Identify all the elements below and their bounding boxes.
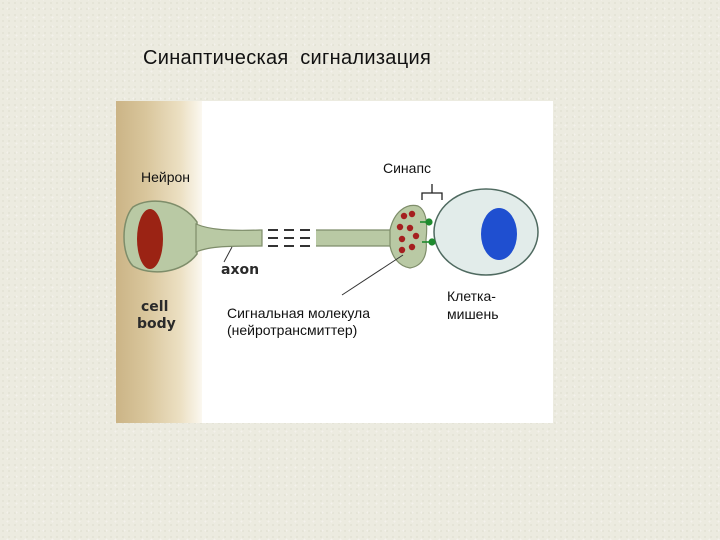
leader-line-axon [223,246,233,263]
neuron-nucleus [137,209,163,269]
axon-shaft [195,223,263,253]
axon-shaft-distal [316,230,391,246]
receptor-arrows [420,221,430,243]
label-cell-body-line1: cell [141,299,169,315]
receptors [425,218,436,246]
label-neuron: Нейрон [141,169,191,185]
label-target-cell-line2: мишень [447,306,499,322]
label-cell-body-line2: body [137,316,176,332]
label-signal-molecule-line1: Сигнальная молекула [227,305,370,321]
label-axon: axon [221,262,260,278]
axon-break-dashes [268,229,310,247]
synapse-bracket [421,184,443,200]
leader-line-signal-molecule [341,254,404,296]
label-target-cell-line1: Клетка- [447,288,496,304]
neurotransmitter-molecules [396,210,420,254]
axon-terminal [389,204,428,269]
label-signal-molecule-line2: (нейротрансмиттер) [227,322,358,338]
target-nucleus [481,208,517,260]
label-synapse: Синапс [383,160,432,176]
slide-title: Синаптическая сигнализация [143,47,432,69]
